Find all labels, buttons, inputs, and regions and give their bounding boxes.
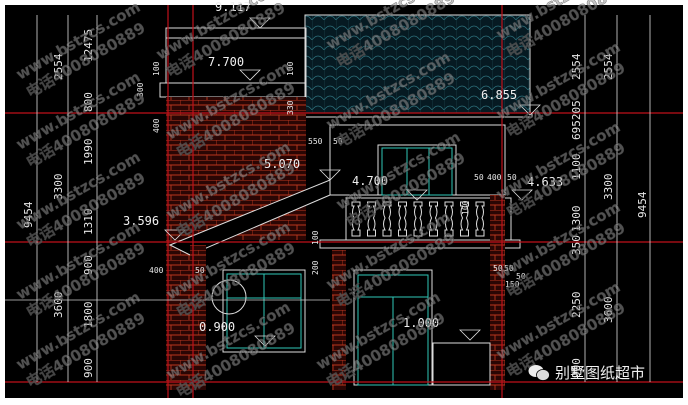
roof-tiles (304, 14, 531, 114)
baluster (351, 201, 361, 237)
baluster (413, 201, 423, 237)
dim-left: 3300 (52, 174, 65, 201)
small-dim: 300 (136, 82, 145, 97)
small-dim: 50 (504, 264, 514, 273)
wechat-icon (528, 364, 550, 381)
small-dim: 50 (493, 264, 503, 273)
small-dim: 50 (507, 173, 517, 182)
dim-left: 800 (82, 92, 95, 112)
dim-right: 1300 (570, 206, 583, 233)
small-dim: 50 (195, 266, 205, 275)
elevation-mark: 3.596 (123, 214, 159, 228)
axis-lines (5, 5, 683, 398)
dim-left: 3600 (52, 292, 65, 319)
baluster (382, 201, 392, 237)
dim-right: 2250 (570, 292, 583, 319)
dim-left: 1800 (82, 302, 95, 329)
dim-right: 3600 (602, 297, 615, 324)
dim-left: 900 (82, 358, 95, 378)
dim-left-overall: 9454 (22, 201, 35, 228)
small-dim: 150 (505, 280, 520, 289)
small-dim: 100 (286, 61, 295, 76)
dimension-lines (36, 15, 651, 382)
dim-left: 1310 (82, 209, 95, 236)
brand-logo: 别墅图纸超市 (528, 362, 645, 383)
small-dim: 400 (149, 266, 164, 275)
dim-right: 3300 (602, 174, 615, 201)
dim-right: 350 (570, 235, 583, 255)
dim-right: 900 (570, 358, 583, 378)
small-dim: 550 (308, 137, 323, 146)
elevation-mark: 1.000 (403, 316, 439, 330)
dim-left: 2554 (52, 53, 65, 80)
small-dim: 400 (152, 118, 161, 133)
elevation-mark: 4.633 (527, 175, 563, 189)
baluster (460, 201, 469, 237)
elevation-mark: 0.900 (199, 320, 235, 334)
dim-right: 1100 (570, 154, 583, 181)
baluster (444, 201, 454, 237)
brand-logo-text: 别墅图纸超市 (555, 364, 646, 382)
baluster (475, 201, 485, 237)
dim-left: 12475 (82, 29, 95, 62)
small-dim: 200 (311, 260, 320, 275)
small-dim: 330 (286, 100, 295, 115)
small-dim: 50 (333, 137, 343, 146)
dim-right: 2554 (570, 53, 583, 80)
small-dim: 50 (474, 173, 484, 182)
elevation-marks: 9.117 7.700 6.855 5.070 4.700 4.633 3.59… (123, 0, 563, 347)
brick-pillar-left (332, 250, 346, 390)
dim-right: 695205 (570, 100, 583, 140)
small-dim: 50 (516, 272, 526, 281)
elevation-mark: 6.855 (481, 88, 517, 102)
elevation-mark: 7.700 (208, 55, 244, 69)
elevation-mark: 4.700 (352, 174, 388, 188)
dim-left: 1990 (82, 139, 95, 166)
baluster (367, 201, 376, 237)
small-dim: 400 (487, 173, 502, 182)
dim-left: 900 (82, 255, 95, 275)
small-dim: 100 (311, 230, 320, 245)
small-dim: 100 (152, 61, 161, 76)
baluster (398, 201, 407, 237)
small-dim: 100 (461, 200, 470, 215)
brick-pillar-right (490, 195, 505, 390)
baluster (429, 201, 438, 237)
low-balustrade (432, 342, 491, 386)
elevation-mark: 5.070 (264, 157, 300, 171)
dim-right: 2554 (602, 53, 615, 80)
elevation-mark: 9.117 (215, 0, 251, 14)
dim-right-overall: 9454 (636, 191, 649, 218)
